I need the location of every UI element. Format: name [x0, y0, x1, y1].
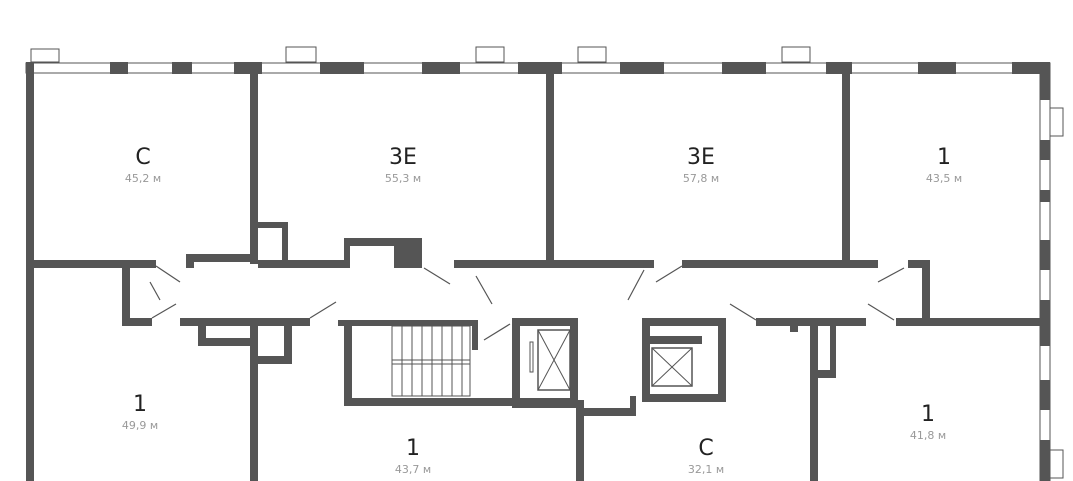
apartment-c-45-2[interactable]: С 45,2 м [83, 146, 203, 186]
apartment-type: С [698, 436, 714, 461]
balcony-bumps [30, 46, 1064, 479]
apartment-area: 43,5 м [925, 172, 963, 185]
apartment-1-43-5[interactable]: 1 43,5 м [884, 146, 1004, 186]
apartment-3e-57-8[interactable]: 3Е 57,8 м [641, 146, 761, 186]
apartment-1-41-8[interactable]: 1 41,8 м [868, 403, 988, 443]
apartment-type: 1 [937, 145, 951, 170]
apartment-1-43-7[interactable]: 1 43,7 м [353, 437, 473, 477]
stair-steps [391, 325, 471, 397]
door-swings [149, 265, 905, 341]
apartment-area: 49,9 м [121, 419, 159, 432]
apartment-area: 55,3 м [384, 172, 422, 185]
apartment-3e-55-3[interactable]: 3Е 55,3 м [343, 146, 463, 186]
apartment-area: 45,2 м [124, 172, 162, 185]
exterior-wall-top [25, 62, 1051, 74]
apartment-c-32-1[interactable]: С 32,1 м [646, 437, 766, 477]
apartment-type: 3Е [687, 145, 715, 170]
apartment-type: С [135, 145, 151, 170]
apartment-type: 1 [921, 402, 935, 427]
staircase [338, 320, 514, 406]
apartment-type: 3Е [389, 145, 417, 170]
elevator-1 [512, 318, 578, 408]
apartment-1-49-9[interactable]: 1 49,9 м [80, 393, 200, 433]
apartment-area: 32,1 м [687, 463, 725, 476]
exterior-wall-right [1039, 73, 1051, 481]
exterior-wall-left [26, 62, 34, 481]
apartment-type: 1 [406, 436, 420, 461]
interior-walls [34, 74, 1040, 481]
apartment-area: 43,7 м [394, 463, 432, 476]
elevator-2 [642, 318, 726, 402]
apartment-area: 41,8 м [909, 429, 947, 442]
apartment-area: 57,8 м [682, 172, 720, 185]
apartment-type: 1 [133, 392, 147, 417]
